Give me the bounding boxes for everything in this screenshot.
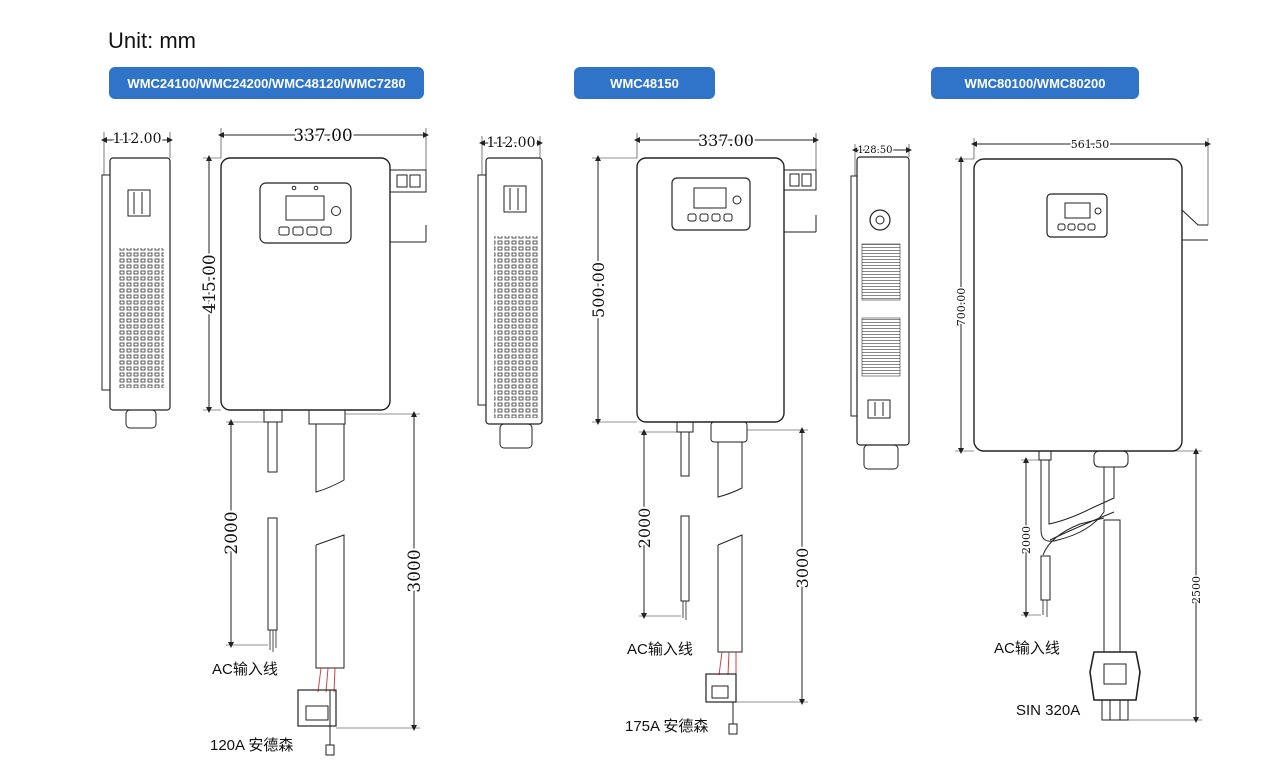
model1-front-width-text: 337.00: [293, 126, 352, 146]
model3-dc-cable-dim: 2500 SIN 320A: [1016, 448, 1205, 723]
model3-height-text: 700.00: [955, 288, 968, 327]
model2-front-width-text: 337.00: [698, 131, 754, 150]
model1-front-view: [220, 157, 427, 493]
model2-dc-cable: 3000 175A 安德森: [625, 427, 814, 735]
model3-connector-label: SIN 320A: [1016, 702, 1080, 719]
model2-front-width-dim: 337.00: [634, 129, 819, 170]
model3-front-view: [973, 158, 1208, 721]
unit-label: Unit: mm: [108, 28, 196, 53]
model-tag-1: WMC24100/WMC24200/WMC48120/WMC7280: [109, 67, 424, 99]
model1-ac-label: AC输入线: [212, 661, 278, 678]
model1-ac-cable-text: 2000: [222, 511, 242, 554]
model2-height-dim: 500.00: [587, 155, 637, 425]
model1-front-width-dim: 337.00: [218, 124, 429, 170]
model2-height-text: 500.00: [589, 262, 608, 318]
model2-side-width-text: 112.00: [487, 135, 536, 151]
model1-side-width-dim: 112.00: [101, 129, 173, 175]
model3-side-view: [850, 156, 910, 470]
model3-ac-cable-text: 2000: [1020, 526, 1033, 554]
model3-side-width-dim: 128.50: [852, 144, 912, 176]
model1-side-view: [101, 157, 171, 429]
model2-side-width-dim: 112.00: [479, 133, 543, 175]
model2-front-view: [636, 157, 817, 498]
model2-ac-label: AC输入线: [627, 641, 693, 658]
model2-side-view: [477, 157, 543, 449]
model-tag-3: WMC80100/WMC80200: [931, 67, 1139, 99]
model1-connector-label: 120A 安德森: [210, 736, 293, 754]
model1-dc-cable: 3000 120A 安德森: [210, 411, 427, 756]
model1-dc-cable-text: 3000: [405, 549, 425, 592]
model3-front-width-text: 561.50: [1071, 138, 1110, 151]
model3-front-width-dim: 561.50: [971, 137, 1211, 225]
model3-side-width-text: 128.50: [858, 145, 893, 156]
model-tag-2: WMC48150: [574, 67, 715, 99]
model3-ac-label: AC输入线: [994, 640, 1060, 657]
model2-ac-cable-text: 2000: [635, 508, 654, 549]
model2-connector-label: 175A 安德森: [625, 717, 708, 735]
model1-height-text: 415.00: [200, 254, 220, 313]
model3-dc-cable-text: 2500: [1190, 576, 1203, 604]
model2-ac-cable: 2000 AC输入线: [627, 429, 693, 658]
model3-ac-cable-dim: 2000 AC输入线: [994, 457, 1060, 657]
model1-side-width-text: 112.00: [113, 131, 162, 147]
model2-dc-cable-text: 3000: [793, 548, 812, 589]
model1-ac-cable: 2000 AC输入线: [212, 419, 278, 678]
model1-height-dim: 415.00: [198, 155, 222, 413]
model3-height-dim: 700.00: [954, 156, 974, 454]
